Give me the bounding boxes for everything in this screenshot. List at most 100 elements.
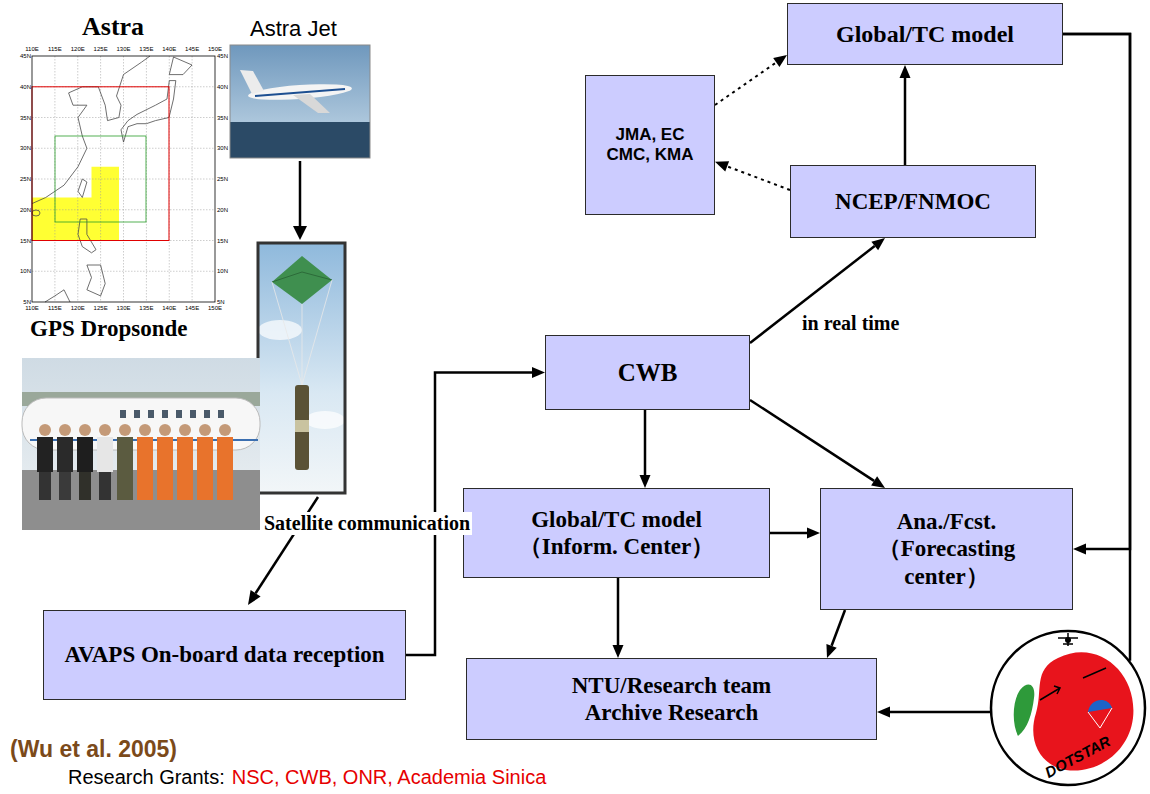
arrow-head bbox=[900, 65, 911, 78]
logo-outline-part bbox=[1083, 668, 1106, 678]
team-photo-part-part bbox=[39, 472, 51, 500]
team-photo-part-part bbox=[179, 424, 191, 436]
grant-list: NSC, CWB, ONR, Academia Sinica bbox=[232, 766, 547, 789]
connector bbox=[877, 707, 990, 718]
dropsonde-photo-part bbox=[272, 282, 302, 385]
map-tick-label: 30N bbox=[217, 145, 228, 151]
box-text: JMA, EC CMC, KMA bbox=[603, 125, 698, 165]
dropsonde-photo-part bbox=[305, 411, 345, 429]
team-photo-part-part bbox=[120, 410, 126, 418]
map-figure-part-part bbox=[32, 210, 40, 216]
map-tick-label: 110E bbox=[25, 305, 39, 311]
team-photo-part-part bbox=[176, 410, 182, 418]
connector bbox=[826, 610, 845, 658]
map-tick-label: 10N bbox=[217, 268, 228, 274]
connector-line bbox=[727, 166, 790, 190]
map-figure-part-part bbox=[32, 117, 215, 118]
box-text: NTU/Research team Archive Research bbox=[552, 672, 792, 726]
connector bbox=[900, 65, 911, 165]
process-box: NTU/Research team Archive Research bbox=[466, 658, 877, 740]
dropsonde-photo-part bbox=[258, 320, 302, 340]
logo-outline-part bbox=[991, 631, 1145, 785]
map-title: Astra bbox=[82, 12, 144, 42]
connector-line bbox=[715, 62, 776, 105]
map-tick-label: 40N bbox=[20, 84, 31, 90]
box-text: NCEP/FNMOC bbox=[835, 188, 991, 215]
team-photo-part-part bbox=[204, 410, 210, 418]
flow-arrow bbox=[248, 161, 318, 605]
connector bbox=[1063, 34, 1130, 661]
team-photo-part-part bbox=[137, 437, 153, 500]
logo-outline-part bbox=[1040, 686, 1060, 700]
map-tick-label: 40N bbox=[217, 84, 228, 90]
box-text: Global/TC model bbox=[836, 20, 1014, 48]
team-photo-part-part bbox=[139, 424, 151, 436]
team-photo-part-part bbox=[59, 424, 71, 436]
team-photo-part-part bbox=[199, 424, 211, 436]
team-photo-part-part bbox=[117, 437, 133, 500]
box-text: AVAPS On-board data reception bbox=[64, 641, 384, 668]
team-photo-part-part bbox=[159, 424, 171, 436]
map-tick-label: 45N bbox=[217, 53, 228, 59]
team-photo-part-part bbox=[148, 410, 154, 418]
map-tick-label: 45N bbox=[20, 53, 31, 59]
dropsonde-photo-part bbox=[258, 243, 345, 493]
map-tick-label: 150E bbox=[208, 46, 222, 52]
dropsonde-photo-part bbox=[295, 385, 309, 470]
team-photo-part-part bbox=[77, 437, 93, 472]
map-figure-part-part bbox=[32, 209, 215, 210]
team-photo-part bbox=[120, 410, 224, 418]
team-photo-part-part bbox=[162, 410, 168, 418]
connector bbox=[715, 55, 787, 105]
map-tick-label: 110E bbox=[25, 46, 39, 52]
map-tick-label: 25N bbox=[20, 176, 31, 182]
dropsonde-photo bbox=[258, 243, 345, 493]
map-figure-part bbox=[32, 167, 119, 241]
arrow-head bbox=[871, 476, 885, 488]
arrow-head bbox=[532, 367, 545, 378]
map-tick-label: 35N bbox=[20, 115, 31, 121]
map-figure-part bbox=[32, 87, 169, 241]
map-figure-part bbox=[32, 56, 215, 302]
map-figure-part-part bbox=[32, 271, 215, 272]
connector-line bbox=[1063, 34, 1130, 661]
arrow-head bbox=[640, 475, 651, 488]
dropsonde-photo-part bbox=[272, 256, 332, 304]
jet-photo-part bbox=[230, 45, 370, 158]
map-figure bbox=[20, 44, 226, 316]
map-figure-part-part bbox=[32, 148, 215, 149]
map-tick-label: 145E bbox=[185, 46, 199, 52]
arrow-head bbox=[807, 528, 820, 539]
dropsonde-photo-part bbox=[258, 243, 345, 493]
map-tick-label: 15N bbox=[217, 238, 228, 244]
map-tick-label: 120E bbox=[71, 46, 85, 52]
map-figure-part-part bbox=[82, 56, 150, 121]
map-tick-label: 150E bbox=[208, 305, 222, 311]
team-photo-part-part bbox=[217, 437, 233, 500]
map-figure-part bbox=[32, 56, 215, 302]
connector bbox=[750, 400, 885, 488]
team-photo-part-part bbox=[190, 410, 196, 418]
connector-line bbox=[832, 610, 845, 646]
arrow-head bbox=[715, 161, 729, 171]
connector bbox=[715, 161, 790, 190]
connector bbox=[640, 410, 651, 488]
process-box: AVAPS On-board data reception bbox=[43, 610, 406, 700]
connector-line bbox=[750, 400, 874, 481]
map-tick-label: 35N bbox=[217, 115, 228, 121]
logo-outline-part bbox=[1014, 684, 1035, 736]
connector bbox=[770, 528, 820, 539]
figure-label: Astra Jet bbox=[250, 16, 337, 41]
arrow-head bbox=[877, 707, 890, 718]
connector-line bbox=[904, 78, 907, 165]
map-tick-label: 15N bbox=[20, 238, 31, 244]
grant-label: Research Grants: bbox=[68, 766, 225, 789]
process-box: Global/TC model bbox=[787, 3, 1063, 65]
arrow-head bbox=[871, 238, 885, 250]
jet-photo-part bbox=[240, 70, 264, 94]
process-box: Ana./Fcst. （Forecasting center） bbox=[820, 488, 1073, 610]
connector bbox=[1063, 34, 1130, 555]
map-tick-label: 20N bbox=[217, 207, 228, 213]
map-tick-label: 10N bbox=[20, 268, 31, 274]
team-photo-part-part bbox=[79, 472, 91, 500]
